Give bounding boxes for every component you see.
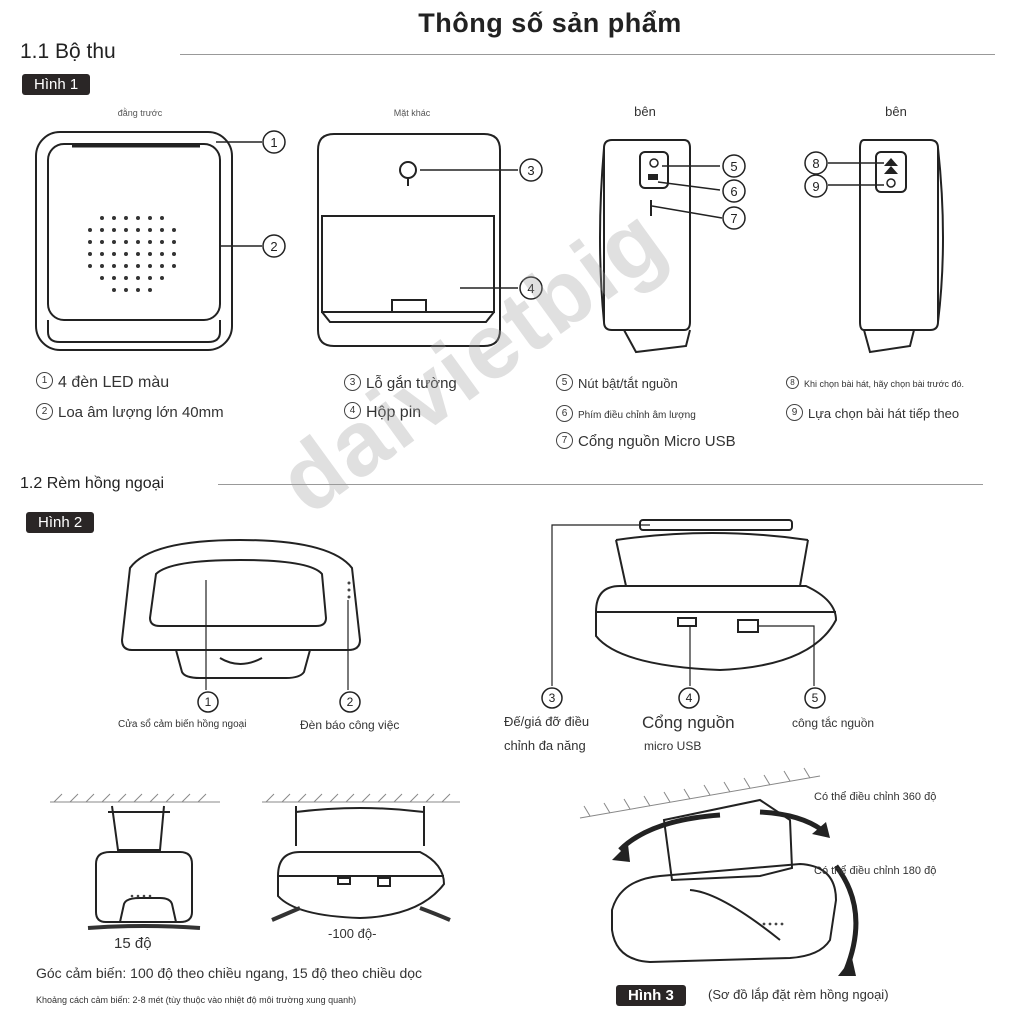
label-port-line1: Cổng nguồn <box>642 713 735 732</box>
sensing-angle-text: Góc cảm biến: 100 độ theo chiều ngang, 1… <box>36 965 423 981</box>
rotation-arrows <box>618 809 859 971</box>
legend-item-7: 7 Cổng nguồn Micro USB <box>556 431 736 451</box>
receiver-front-view <box>35 131 233 351</box>
receiver-side-view-left <box>599 139 691 354</box>
sensing-distance-text: Khoảng cách cảm biến: 2-8 mét (tùy thuộc… <box>36 995 357 1005</box>
legend-num-9: 9 <box>786 404 803 422</box>
s2-callout-5: 5 <box>812 691 819 705</box>
section-2-rule <box>218 484 983 485</box>
legend-num-1: 1 <box>36 372 53 390</box>
callout-5: 5 <box>730 159 737 174</box>
legend-text-2: Loa âm lượng lớn 40mm <box>58 404 224 421</box>
callout-2: 2 <box>270 239 277 254</box>
label-power-switch: công tắc nguồn <box>792 716 875 730</box>
legend-item-5: 5 Nút bật/tắt nguồn <box>556 374 678 393</box>
speaker-grille <box>88 216 176 292</box>
label-bracket-line2: chỉnh đa năng <box>504 738 586 753</box>
legend-item-1: 1 4 đèn LED màu <box>36 372 170 392</box>
s2-callout-3: 3 <box>549 691 556 705</box>
legend-num-2: 2 <box>36 402 53 420</box>
sensor-ceiling-side-view <box>95 805 193 923</box>
view-label-front: đằng trước <box>117 108 163 118</box>
legend-item-2: 2 Loa âm lượng lớn 40mm <box>36 402 224 422</box>
legend-text-7: Cổng nguồn Micro USB <box>578 433 736 450</box>
section-1-heading: 1.1 Bộ thu <box>20 40 116 63</box>
callout-9: 9 <box>812 179 819 194</box>
label-port-line2: micro USB <box>644 739 702 753</box>
legend-num-6: 6 <box>556 405 573 422</box>
callout-8: 8 <box>812 156 819 171</box>
s2-callout-1: 1 <box>205 695 212 709</box>
legend-item-6: 6 Phím điều chỉnh âm lượng <box>556 405 696 424</box>
legend-text-1: 4 đèn LED màu <box>58 374 170 391</box>
callout-1: 1 <box>270 135 277 150</box>
legend-num-5: 5 <box>556 374 573 392</box>
legend-item-9: 9 Lựa chọn bài hát tiếp theo <box>786 404 960 423</box>
receiver-side-view-right <box>859 139 944 354</box>
figure-3-tag: Hình 3 <box>616 985 686 1006</box>
legend-item-8: 8 Khi chọn bài hát, hãy chọn bài trước đó… <box>786 376 965 391</box>
legend-text-5: Nút bật/tắt nguồn <box>578 376 678 391</box>
sensor-bracket-view <box>595 519 838 672</box>
legend-text-4: Hộp pin <box>366 404 422 421</box>
legend-text-3: Lỗ gắn tường <box>366 375 457 392</box>
s2-callout-2: 2 <box>347 695 354 709</box>
ceiling-hatch-3 <box>579 767 821 819</box>
view-label-side-left: bên <box>634 104 656 119</box>
legend-num-3: 3 <box>344 373 361 391</box>
label-sensor-window: Cửa sổ cảm biến hồng ngoại <box>118 719 247 730</box>
rotate-180-label: Có thể điều chỉnh 180 độ <box>814 865 937 877</box>
sensor-installed-3d-view <box>611 798 838 964</box>
legend-num-7: 7 <box>556 431 573 449</box>
s2-callout-4: 4 <box>686 691 693 705</box>
section-2-heading: 1.2 Rèm hồng ngoại <box>20 475 165 492</box>
sensor-ceiling-front-view <box>277 806 446 920</box>
angle-vertical-label: 15 độ <box>114 935 152 952</box>
legend-text-8: Khi chọn bài hát, hãy chọn bài trước đó. <box>804 378 965 389</box>
callout-6: 6 <box>730 184 737 199</box>
label-bracket-line1: Đế/giá đỡ điều <box>504 714 590 729</box>
figure-2-tag: Hình 2 <box>26 512 95 533</box>
legend-num-8: 8 <box>786 376 799 389</box>
view-label-back: Mặt khác <box>393 108 431 118</box>
label-work-indicator: Đèn báo công việc <box>300 718 400 732</box>
page-title: Thông số sản phẩm <box>418 8 682 38</box>
view-label-side-right: bên <box>885 104 907 119</box>
legend-item-4: 4 Hộp pin <box>344 402 422 422</box>
figure-1-tag: Hình 1 <box>22 74 91 95</box>
rotate-360-label: Có thể điều chỉnh 360 độ <box>814 791 937 803</box>
ceiling-hatch-1 <box>50 793 220 803</box>
legend-text-6: Phím điều chỉnh âm lượng <box>578 410 696 422</box>
figure-3-caption: (Sơ đồ lắp đặt rèm hồng ngoại) <box>708 987 889 1002</box>
callout-3: 3 <box>527 163 534 178</box>
sensor-front-view <box>120 538 362 679</box>
legend-text-9: Lựa chọn bài hát tiếp theo <box>808 406 960 421</box>
angle-horizontal-label: -100 độ- <box>328 926 377 941</box>
section-1-rule <box>180 54 995 55</box>
callout-4: 4 <box>527 281 534 296</box>
ceiling-hatch-2 <box>262 793 460 803</box>
legend-item-3: 3 Lỗ gắn tường <box>344 373 457 393</box>
receiver-back-view <box>317 133 501 347</box>
legend-num-4: 4 <box>344 402 361 420</box>
callout-7: 7 <box>730 211 737 226</box>
